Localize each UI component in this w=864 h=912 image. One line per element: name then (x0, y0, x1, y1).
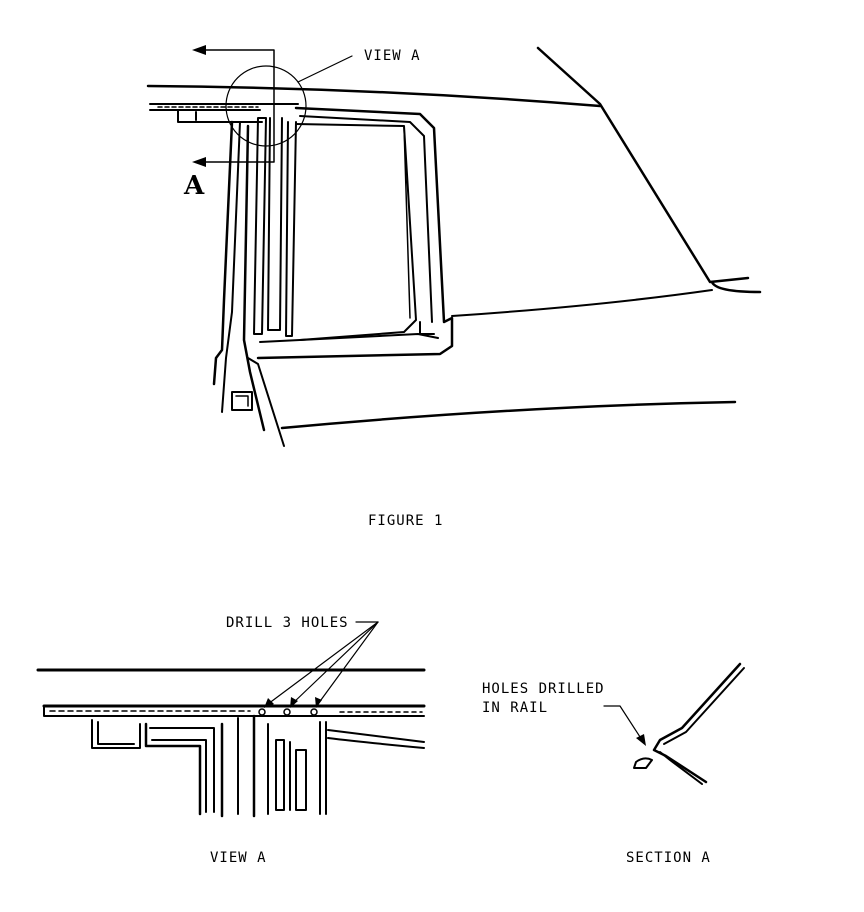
view-a-detail (36, 668, 426, 818)
view-a-callout-label: VIEW A (364, 48, 421, 64)
holes-drilled-callout-line2: IN RAIL (482, 700, 548, 716)
holes-drilled-callout-line1: HOLES DRILLED (482, 681, 605, 697)
drilled-hole-3 (310, 708, 318, 716)
section-arrow-bottom (192, 157, 206, 167)
section-a-marker: A (183, 171, 205, 201)
section-a-cut-line (192, 45, 275, 167)
drill-holes-callout: DRILL 3 HOLES (226, 615, 349, 631)
holes-drilled-leader (603, 705, 646, 746)
view-a-caption: VIEW A (210, 850, 267, 866)
drill-holes-leaders (264, 621, 379, 708)
section-a-caption: SECTION A (626, 850, 711, 866)
drilled-hole-2 (283, 708, 291, 716)
figure-1-caption: FIGURE 1 (368, 513, 443, 529)
view-a-circle-callout (225, 55, 353, 147)
drilled-hole-1 (258, 708, 266, 716)
figure-1-car-body (146, 46, 762, 447)
section-a-rail-profile (633, 662, 745, 785)
section-arrow-top (192, 45, 206, 55)
